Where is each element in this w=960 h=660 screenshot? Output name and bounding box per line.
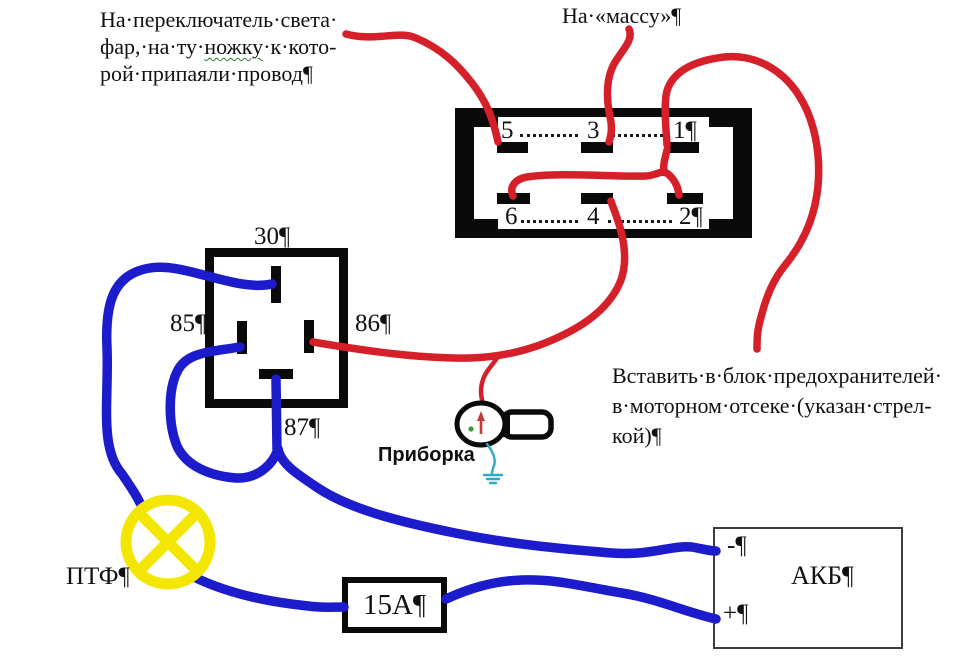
- wire-cyan-dashboard-to-ground: [485, 442, 496, 475]
- wire-blue-junction-to-battery-minus: [273, 444, 721, 559]
- relay-pin85-label: 85¶: [170, 310, 207, 337]
- battery-box: -¶ АКБ¶ +¶: [713, 527, 903, 649]
- connector-pin4-label: 4: [587, 203, 600, 230]
- relay-pin85-contact: [237, 321, 247, 354]
- fog-lamp-circle: [120, 494, 216, 590]
- wire-red-branch-to-dashboard: [478, 355, 500, 406]
- leader-4-2: [608, 220, 672, 223]
- connector-key-tl: [474, 117, 498, 127]
- leader-5-3: [520, 134, 578, 137]
- dashboard-indicator-neck: [498, 413, 510, 437]
- fog-lamp-x2: [134, 508, 202, 576]
- fog-lamp-x1: [134, 508, 202, 576]
- note-line: фар,·на·ту·: [100, 34, 205, 59]
- note-ground: На·«массу»¶: [562, 3, 682, 28]
- connector-key-bl: [474, 219, 498, 229]
- dashboard-label: Приборка: [378, 444, 475, 466]
- wire-blue-fuse-to-battery-plus: [441, 575, 721, 624]
- relay-pin87-contact: [259, 369, 293, 379]
- wire-blue-foglamp-to-fuse: [191, 573, 349, 612]
- connector-pin3-contact: [581, 142, 613, 153]
- misspelled-word: ножку: [204, 34, 264, 59]
- battery-minus-terminal: -¶: [727, 532, 747, 559]
- relay-pin30-label: 30¶: [254, 223, 291, 250]
- connector-pin2-label: 2¶: [679, 203, 703, 230]
- dashboard-green-dot: [468, 426, 474, 432]
- connector-key-left: [464, 117, 474, 229]
- note-line: Вставить·в·блок·предохранителей·: [612, 363, 942, 388]
- connector-pin1-label: 1¶: [673, 117, 697, 144]
- dashboard-indicator-bulb: [454, 400, 508, 448]
- battery-plus-terminal: +¶: [723, 600, 749, 627]
- battery-label: АКБ¶: [791, 561, 854, 590]
- note-line: кой)¶: [612, 423, 662, 448]
- note-line: На·переключатель·света·: [100, 7, 338, 32]
- note-fuse-block: Вставить·в·блок·предохранителей· в·мотор…: [612, 361, 942, 451]
- connector-key-br: [709, 219, 733, 229]
- connector-key-tr: [709, 117, 733, 127]
- connector-pin5-contact: [497, 142, 528, 153]
- note-line: ·к·кото-: [263, 34, 337, 59]
- connector-block: [455, 108, 752, 238]
- note-line: рой·припаяли·провод¶: [100, 61, 313, 86]
- fuse-box: 15А¶: [342, 577, 447, 633]
- leader-6-4: [521, 220, 578, 223]
- connector-key-right: [733, 117, 743, 229]
- relay-pin30-contact: [271, 266, 281, 303]
- relay-pin87-label: 87¶: [284, 414, 321, 441]
- connector-pin5-label: 5: [501, 117, 514, 144]
- connector-pin3-label: 3: [587, 117, 600, 144]
- note-headlight-switch: На·переключатель·света· фар,·на·ту·ножку…: [100, 6, 337, 87]
- note-line: в·моторном·отсеке·(указан·стрел-: [612, 393, 932, 418]
- dashboard-indicator-holder: [500, 409, 554, 440]
- relay-pin86-contact: [304, 320, 314, 353]
- fuse-label: 15А¶: [362, 589, 427, 621]
- fog-lamp-label: ПТФ¶: [66, 563, 130, 590]
- connector-pin6-label: 6: [505, 203, 518, 230]
- relay-pin86-label: 86¶: [355, 310, 392, 337]
- dashboard-needle-tip: [477, 411, 485, 421]
- leader-3-1: [607, 134, 669, 137]
